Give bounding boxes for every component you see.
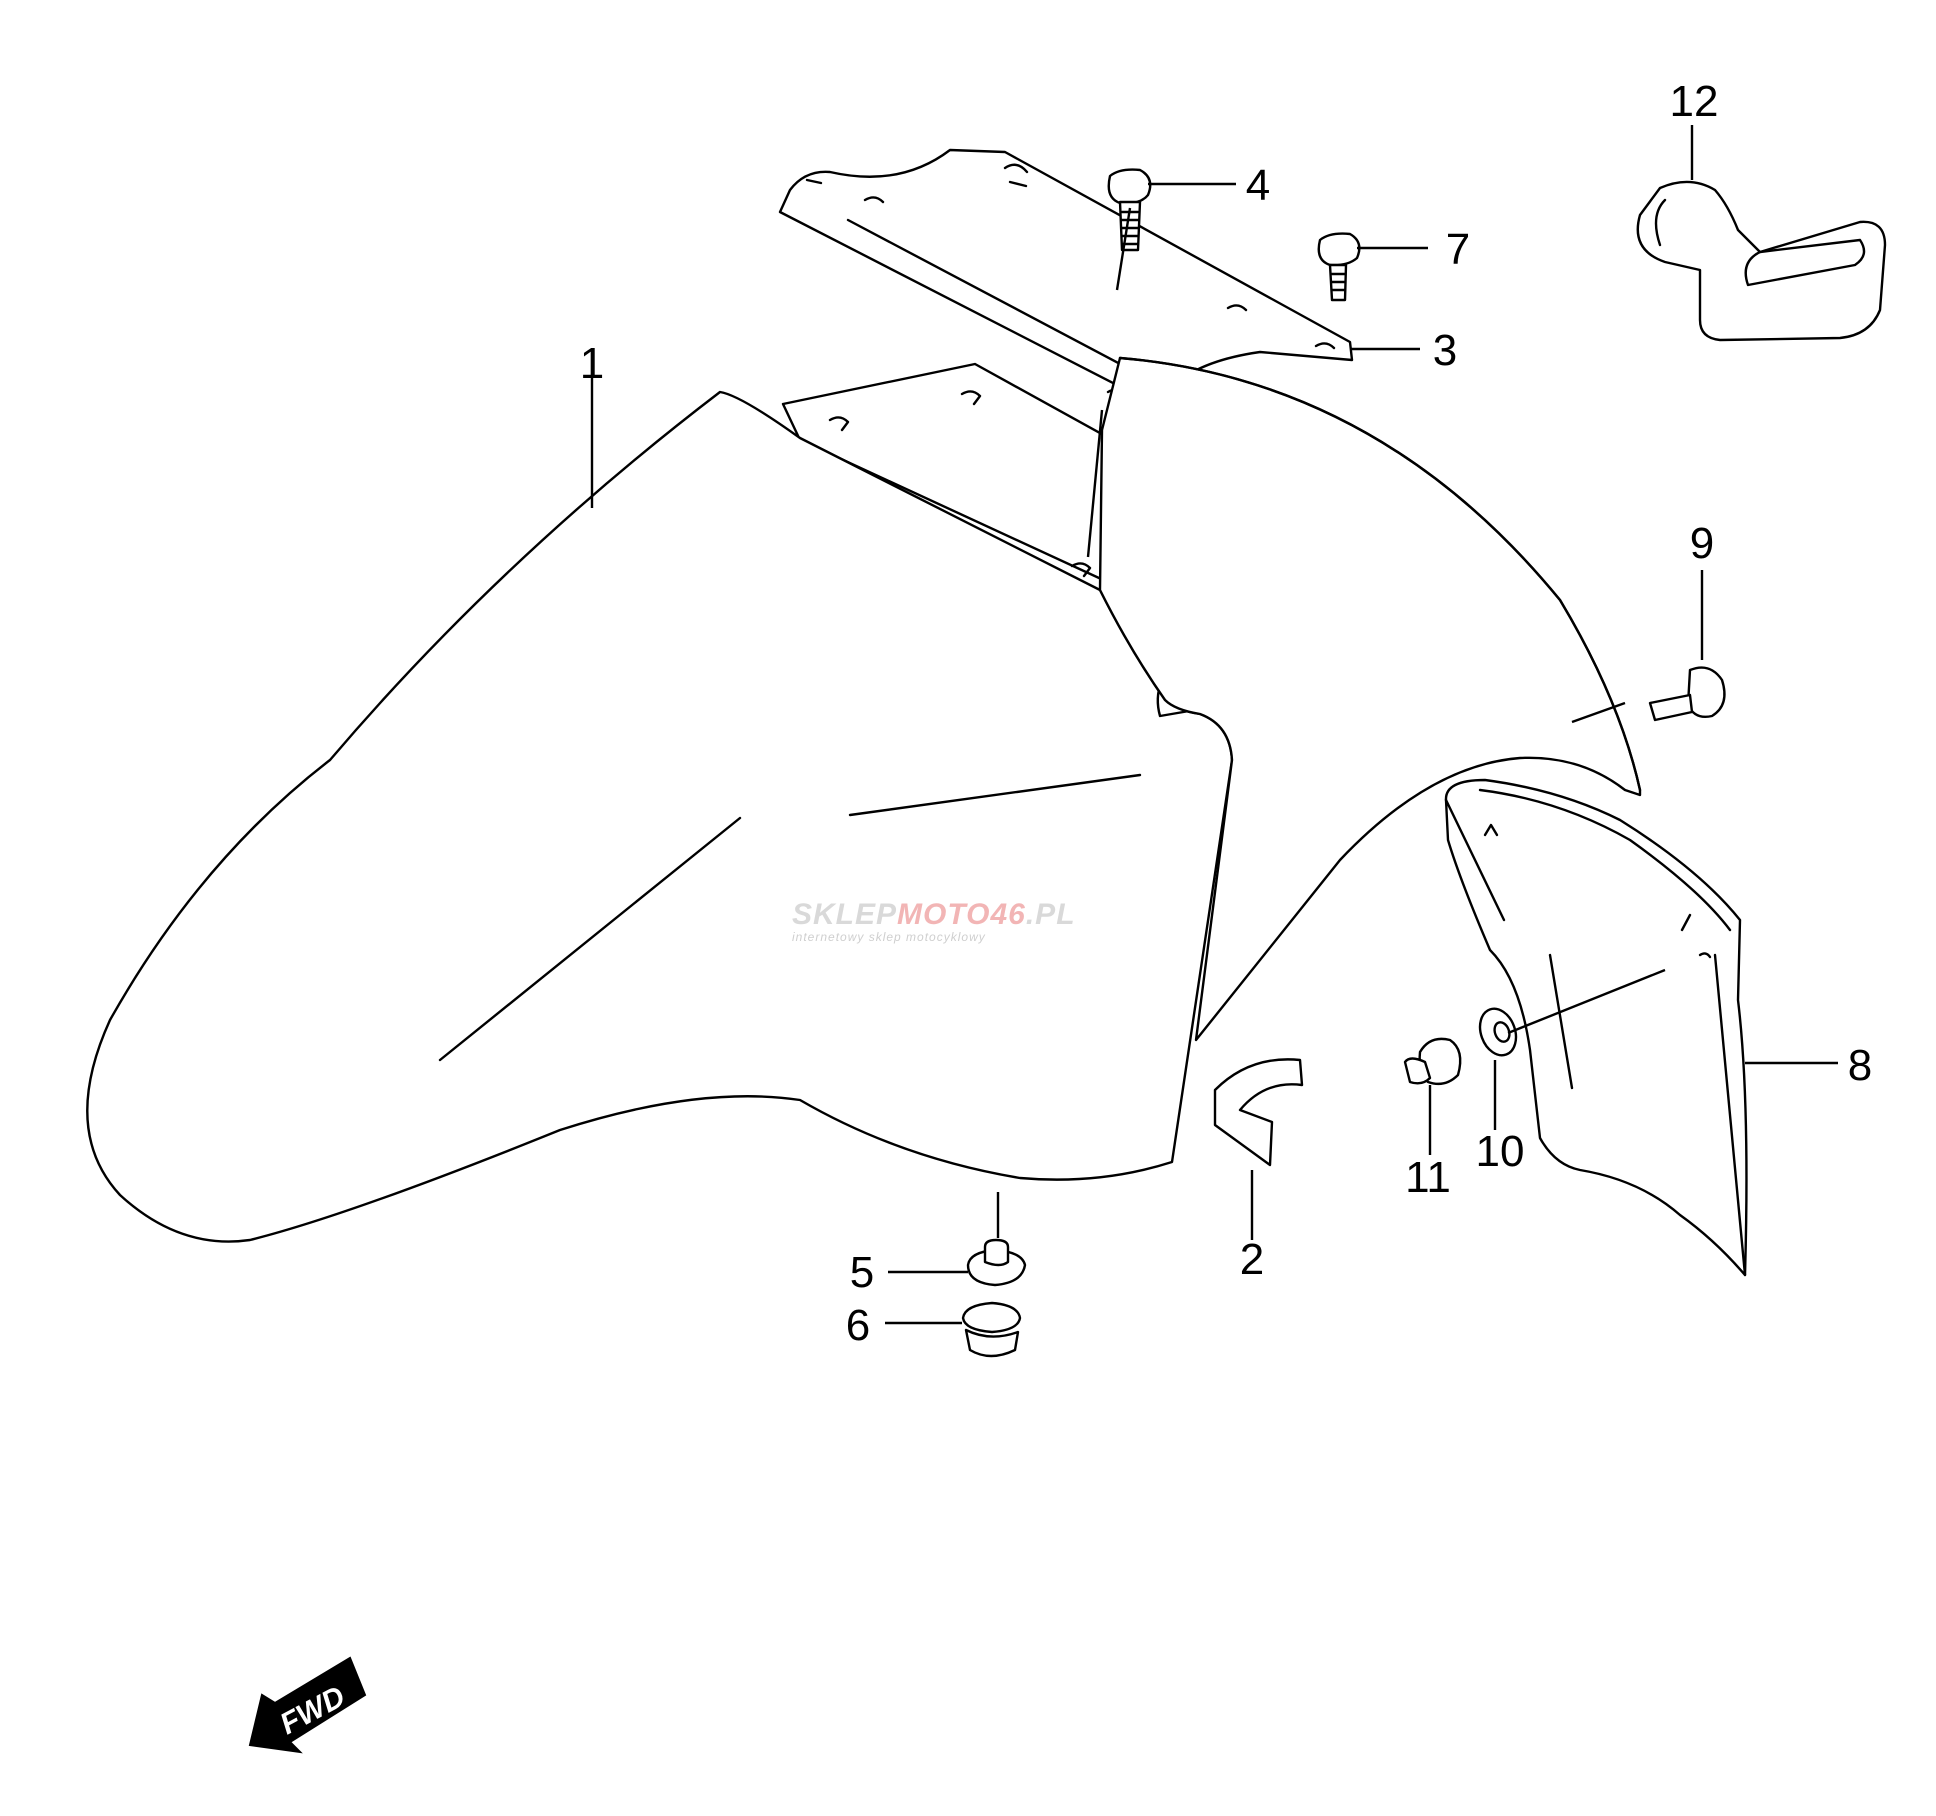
watermark-brand-red: MOTO46: [897, 898, 1026, 931]
watermark-brand-gray: SKLEP: [792, 898, 897, 931]
callout-6: 6: [846, 1301, 870, 1350]
callout-numbers: 1 2 3 4 5 6 7 8 9 10 11 12: [580, 77, 1872, 1350]
fwd-arrow-icon: FWD: [248, 1656, 367, 1754]
callout-4: 4: [1246, 161, 1270, 210]
cushion: [1213, 1058, 1304, 1167]
callout-1: 1: [580, 339, 604, 388]
side-screw: [1648, 666, 1726, 722]
front-fender: [86, 356, 1642, 1243]
rear-fender-piece: [1444, 778, 1748, 1277]
watermark-brand-suffix: .PL: [1026, 898, 1076, 931]
nut-small: [1403, 1037, 1462, 1086]
watermark-tagline: internetowy sklep motocyklowy: [792, 930, 986, 944]
svg-text:SKLEPMOTO46.PL: SKLEPMOTO46.PL: [792, 898, 1076, 931]
nut: [961, 1301, 1022, 1358]
watermark: SKLEPMOTO46.PL internetowy sklep motocyk…: [792, 898, 1076, 944]
callout-3: 3: [1433, 326, 1457, 375]
hose-guide: [1636, 180, 1887, 342]
callout-7: 7: [1446, 225, 1470, 274]
callout-8: 8: [1848, 1041, 1872, 1090]
callout-12: 12: [1670, 77, 1719, 126]
leader-lines: [590, 125, 1838, 1325]
washer: [1478, 1007, 1518, 1057]
callout-11: 11: [1405, 1153, 1451, 1202]
callout-5: 5: [850, 1248, 874, 1297]
callout-9: 9: [1690, 519, 1714, 568]
grommet: [966, 1238, 1027, 1287]
callout-2: 2: [1240, 1235, 1264, 1284]
callout-10: 10: [1476, 1127, 1525, 1176]
fender-screw: [1317, 232, 1361, 302]
